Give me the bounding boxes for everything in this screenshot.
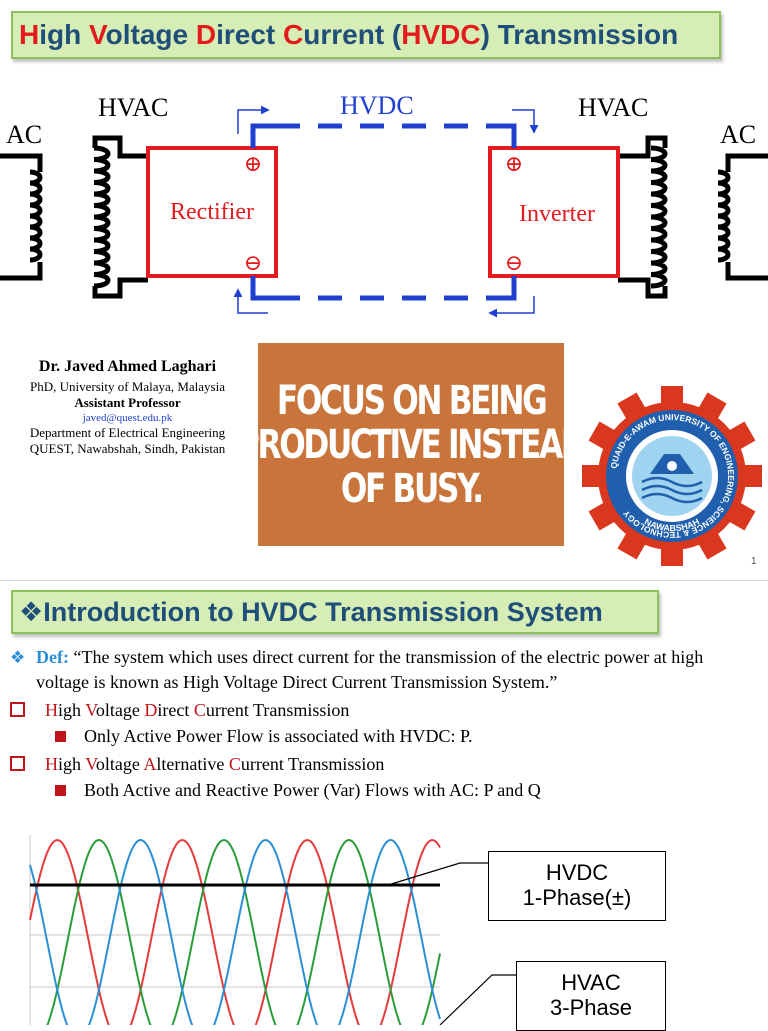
inverter-block	[488, 146, 620, 278]
university-seal-logo: QUAID-E-AWAM UNIVERSITY OF ENGINEERING, …	[582, 386, 762, 566]
slide-1: High Voltage Direct Current (HVDC) Trans…	[0, 11, 768, 567]
title-word: oltage	[105, 19, 196, 50]
author-name: Dr. Javed Ahmed Laghari	[38, 358, 217, 375]
author-department: Department of Electrical Engineering	[29, 425, 226, 440]
bullet-word: lternative	[156, 754, 229, 774]
hvdc-diagram: AC HVAC HVDC HVAC AC Rectifier Inverter …	[0, 91, 768, 318]
author-institute: QUEST, Nawabshah, Sindh, Pakistan	[29, 441, 226, 456]
bullet-letter: C	[193, 700, 206, 720]
current-arrows	[233, 105, 539, 318]
bullet-letter: A	[143, 754, 157, 774]
bullet-word: igh	[58, 754, 86, 774]
bullet-word: oltage	[95, 700, 145, 720]
definition: ❖ Def: “The system which uses direct cur…	[10, 645, 750, 695]
hvdc-callout-line	[387, 862, 488, 886]
plus-icon: ⊕	[505, 151, 523, 176]
title-letter: D	[195, 19, 217, 50]
filled-square-bullet-icon	[55, 785, 66, 796]
hvdc-label-box: HVDC 1-Phase(±)	[488, 851, 666, 921]
hvdc-label: HVDC	[340, 91, 414, 120]
author-email[interactable]: javed@quest.edu.pk	[82, 412, 173, 424]
coil-winding-icon	[650, 145, 668, 289]
title-letter: C	[283, 19, 304, 50]
minus-icon: ⊖	[505, 250, 523, 275]
coil-winding-icon	[93, 145, 111, 289]
definition-label: Def:	[36, 647, 69, 667]
phase-a-wave	[29, 838, 441, 1025]
author-degree: PhD, University of Malaya, Malaysia	[30, 379, 225, 394]
diamond-bullet-icon: ❖	[10, 648, 26, 667]
title-word: urrent (	[303, 19, 402, 50]
slide-1-title: High Voltage Direct Current (HVDC) Trans…	[11, 11, 721, 59]
hollow-square-bullet-icon	[10, 702, 25, 717]
bullet-word: oltage	[95, 754, 144, 774]
bullet-letter: H	[45, 700, 58, 720]
dc-positive-line	[250, 123, 517, 148]
inverter-label: Inverter	[519, 201, 595, 227]
label-line: 1-Phase(±)	[522, 885, 632, 910]
waveform-plot	[29, 835, 516, 1025]
bullet-hvdc: High Voltage Direct Current Transmission	[10, 698, 750, 723]
minus-icon: ⊖	[244, 250, 262, 275]
title-acronym: HVDC	[401, 19, 481, 50]
slide-2-body: ❖ Def: “The system which uses direct cur…	[10, 645, 750, 803]
coil-winding-icon	[29, 169, 43, 263]
hvac-label-box: HVAC 3-Phase	[516, 961, 666, 1031]
bullet-letter: V	[85, 754, 96, 774]
page-number: 1	[751, 556, 757, 567]
label-line: 3-Phase	[550, 995, 632, 1020]
left-ac-coil	[0, 153, 43, 281]
bullet-letter: C	[228, 754, 241, 774]
phase-b-wave	[46, 838, 441, 1025]
poster-line: PRODUCTIVE INSTEAD	[237, 421, 587, 468]
bullet-hvac: High Voltage Alternative Current Transmi…	[10, 752, 750, 777]
ac-right-label: AC	[720, 120, 756, 149]
poster-line: FOCUS ON BEING	[276, 377, 548, 424]
label-line: HVAC	[561, 970, 621, 995]
filled-square-bullet-icon	[55, 731, 66, 742]
sub-bullet-hvdc: Only Active Power Flow is associated wit…	[10, 724, 750, 749]
title-word: igh	[39, 19, 89, 50]
sub-bullet-text: Only Active Power Flow is associated wit…	[84, 726, 473, 746]
bullet-word: urrent Transmission	[240, 754, 385, 774]
bullet-letter: V	[85, 700, 96, 720]
title-word: irect	[216, 19, 284, 50]
quote-poster: FOCUS ON BEING PRODUCTIVE INSTEAD OF BUS…	[237, 343, 587, 546]
title-letter: V	[89, 19, 106, 50]
left-transformer-coil	[92, 135, 148, 299]
bullet-word: urrent Transmission	[205, 700, 350, 720]
rectifier-label: Rectifier	[170, 199, 254, 225]
title-letter: H	[19, 19, 40, 50]
hvac-callout-line	[439, 974, 516, 1025]
bullet-word: irect	[157, 700, 194, 720]
slide-2: ❖Introduction to HVDC Transmission Syste…	[0, 580, 768, 1031]
hvac-left-label: HVAC	[98, 93, 168, 122]
author-block: Dr. Javed Ahmed Laghari PhD, University …	[0, 358, 255, 457]
dc-negative-line	[250, 276, 517, 301]
rectifier-block	[146, 146, 278, 278]
plus-icon: ⊕	[244, 151, 262, 176]
bullet-word: igh	[58, 700, 86, 720]
author-role: Assistant Professor	[74, 395, 181, 410]
label-line: HVDC	[545, 860, 609, 885]
phase-c-wave	[29, 838, 441, 1025]
poster-line: OF BUSY.	[340, 465, 484, 512]
ac-left-label: AC	[6, 120, 42, 149]
hvac-right-label: HVAC	[578, 93, 648, 122]
definition-text: “The system which uses direct current fo…	[36, 647, 704, 692]
sub-bullet-text: Both Active and Reactive Power (Var) Flo…	[84, 780, 541, 800]
hollow-square-bullet-icon	[10, 756, 25, 771]
bullet-letter: D	[144, 700, 158, 720]
title-word: ) Transmission	[480, 19, 679, 50]
sub-bullet-hvac: Both Active and Reactive Power (Var) Flo…	[10, 778, 750, 803]
right-transformer-coil	[618, 135, 768, 299]
bullet-letter: H	[45, 754, 58, 774]
coil-winding-icon	[717, 169, 731, 263]
slide-2-title: ❖Introduction to HVDC Transmission Syste…	[11, 590, 659, 634]
